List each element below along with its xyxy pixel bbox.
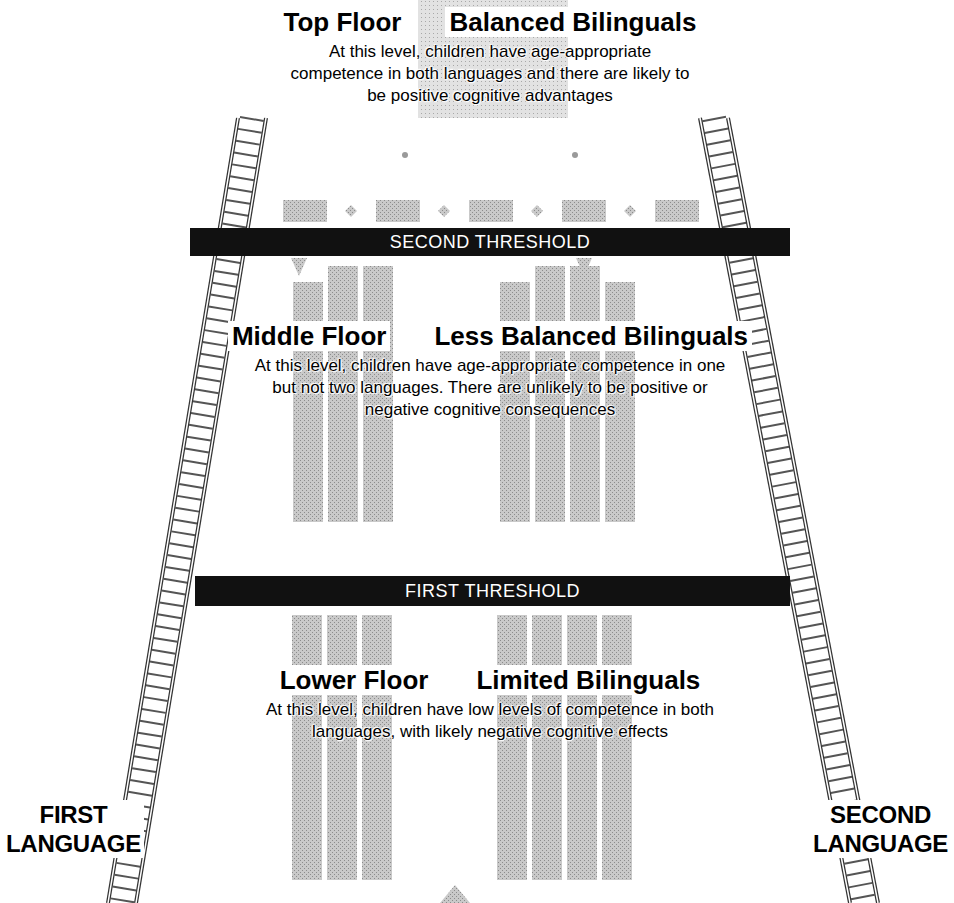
description-text: At this level, children have low levels … (260, 699, 720, 743)
floor-description: At this level, children have age-appropr… (290, 41, 690, 107)
window (602, 615, 632, 880)
bilingual-type: Limited Bilinguals (472, 665, 704, 695)
window (292, 615, 322, 880)
threshold-label: FIRST THRESHOLD (405, 580, 580, 602)
bilingual-type: Balanced Bilinguals (445, 7, 700, 37)
top-window-row (283, 200, 699, 222)
floor-heading-row: Top Floor Balanced Bilinguals (190, 7, 790, 37)
diamond-ornament (531, 205, 543, 217)
floor-description: At this level, children have age-appropr… (245, 355, 735, 421)
window (376, 200, 420, 222)
window (283, 200, 327, 222)
window (497, 615, 527, 880)
floor-name: Middle Floor (228, 321, 391, 351)
window (562, 200, 606, 222)
description-text: At this level, children have age-appropr… (290, 41, 690, 107)
floor-name: Top Floor (279, 7, 405, 37)
floor-heading-row: Lower Floor Limited Bilinguals (190, 665, 790, 695)
window (532, 615, 562, 880)
window (469, 200, 513, 222)
ornament-dot (572, 152, 578, 158)
diamond-ornament (438, 205, 450, 217)
bilingual-type: Less Balanced Bilinguals (430, 321, 752, 351)
floor-heading-row: Middle Floor Less Balanced Bilinguals (130, 321, 850, 351)
threshold-band: SECOND THRESHOLD (190, 228, 790, 256)
floor-panel: Middle Floor Less Balanced Bilinguals At t… (130, 321, 850, 425)
threshold-band: FIRST THRESHOLD (195, 576, 790, 606)
window (327, 615, 357, 880)
window (293, 282, 323, 522)
window (655, 200, 699, 222)
window (567, 615, 597, 880)
description-text: At this level, children have age-appropr… (245, 355, 735, 421)
threshold-label: SECOND THRESHOLD (390, 231, 591, 253)
base-ornament (440, 885, 470, 903)
diamond-ornament (624, 205, 636, 217)
language-label: SECOND LANGUAGE (810, 800, 951, 858)
floor-description: At this level, children have low levels … (260, 699, 720, 743)
language-label: FIRST LANGUAGE (3, 800, 144, 858)
lower-windows (292, 615, 632, 903)
diamond-ornament (345, 205, 357, 217)
floor-name: Lower Floor (276, 665, 433, 695)
drip-triangle (291, 258, 307, 276)
floor-panel: Top Floor Balanced Bilinguals At this leve… (190, 7, 790, 111)
floor-panel: Lower Floor Limited Bilinguals At this lev… (190, 665, 790, 747)
ornament-dot (402, 152, 408, 158)
window (362, 615, 392, 880)
